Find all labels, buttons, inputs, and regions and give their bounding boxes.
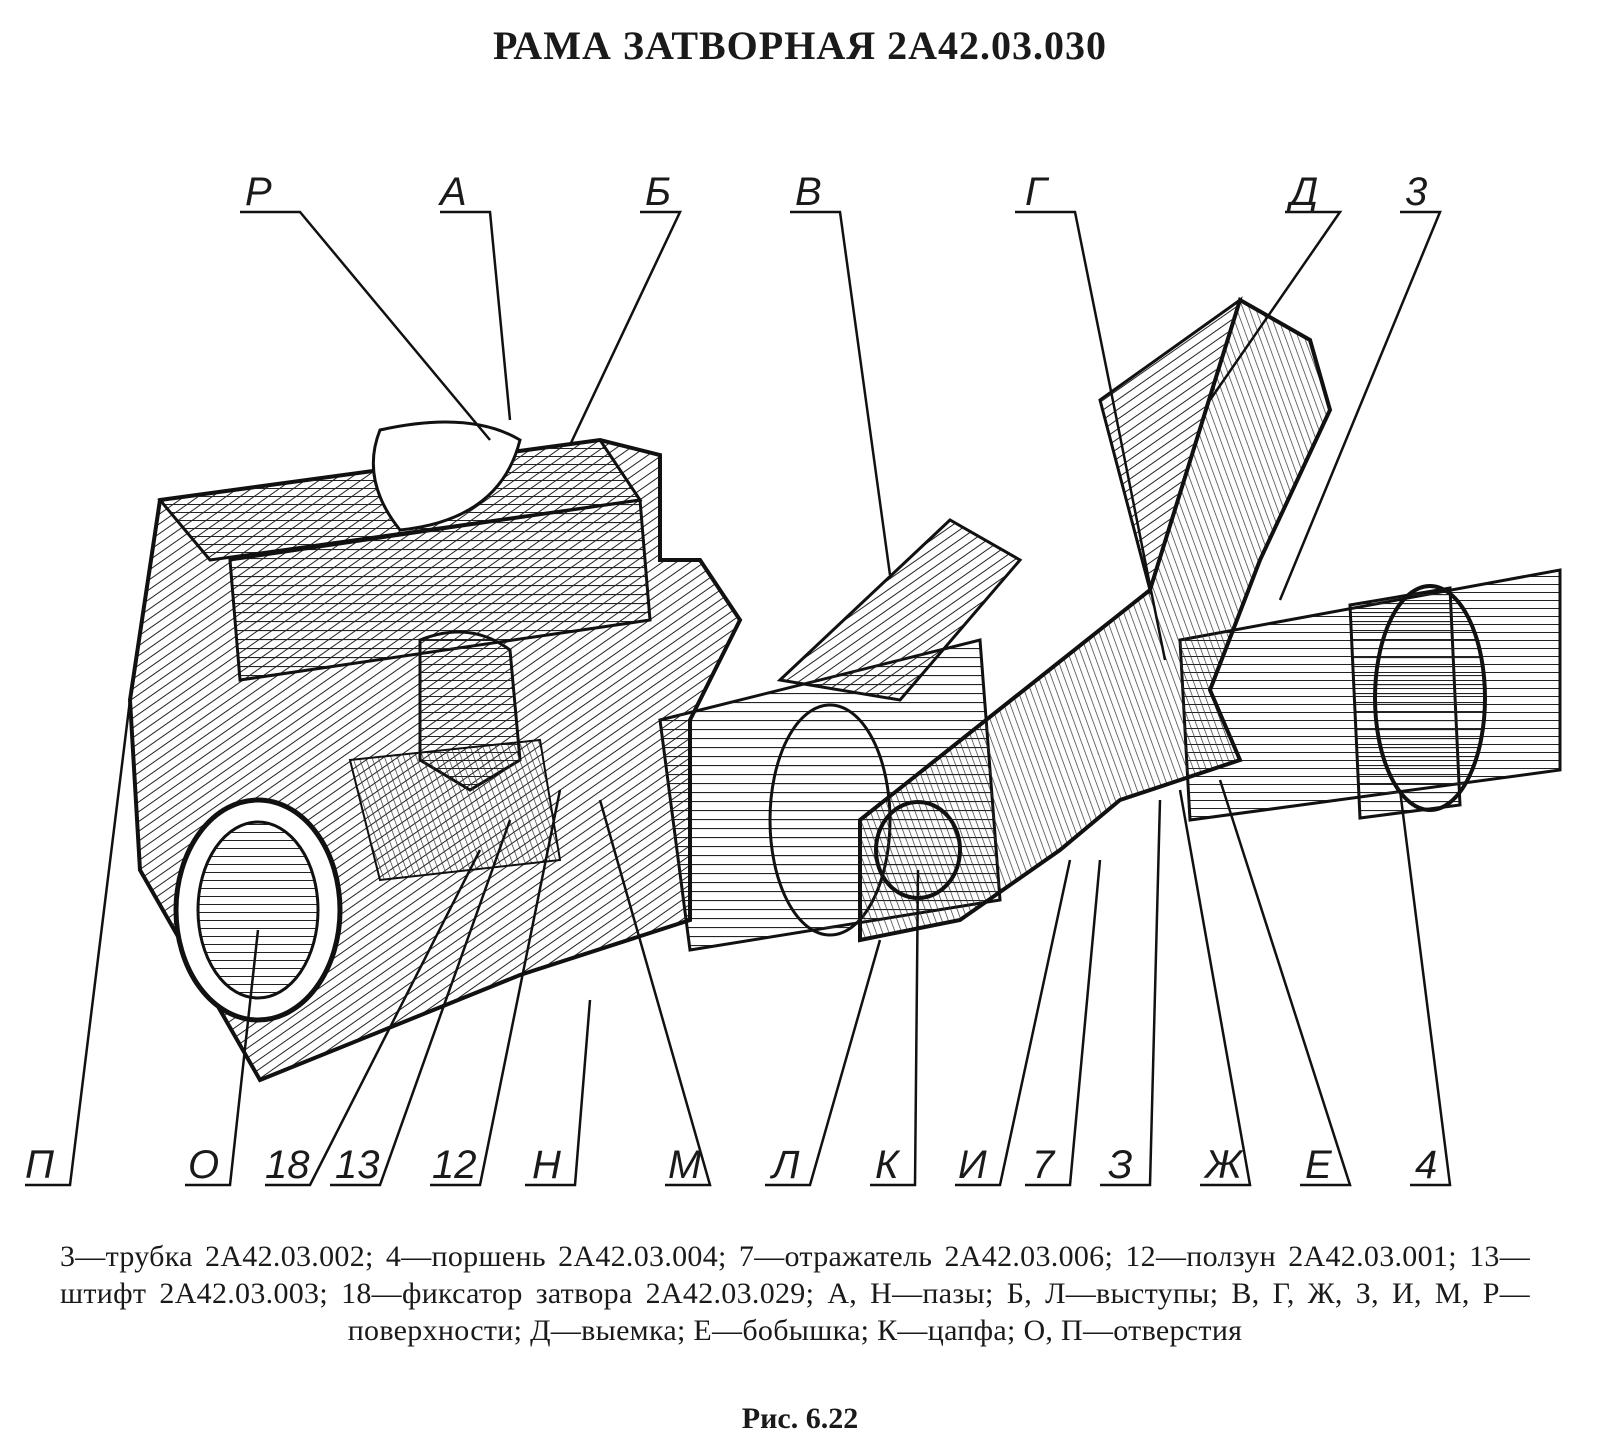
label-bottom: Н	[532, 1143, 561, 1187]
drawing-title: РАМА ЗАТВОРНАЯ 2А42.03.030	[492, 23, 1107, 68]
label-bottom: М	[668, 1143, 702, 1187]
label-top: Р	[245, 170, 272, 214]
label-bottom: З	[1108, 1143, 1133, 1187]
figure-number: Рис. 6.22	[741, 1402, 859, 1435]
label-bottom: 7	[1032, 1143, 1056, 1187]
label-top: Г	[1025, 170, 1050, 214]
label-top: А	[438, 170, 467, 214]
label-bottom: Ж	[1203, 1143, 1244, 1187]
label-bottom: О	[188, 1143, 219, 1187]
figure-caption: 3—трубка 2А42.03.002; 4—поршень 2А42.03.…	[60, 1240, 1530, 1347]
label-bottom: Л	[769, 1143, 800, 1187]
leader-lines-bottom	[25, 699, 1452, 1187]
reflector-arm	[776, 296, 1333, 943]
label-bottom: К	[875, 1143, 901, 1187]
label-bottom: Е	[1305, 1143, 1333, 1187]
label-top: Д	[1286, 170, 1318, 214]
leader-lines-top	[240, 210, 1442, 661]
tube-body	[1178, 568, 1562, 822]
front-bore	[173, 797, 343, 1023]
label-bottom: 12	[432, 1143, 477, 1187]
label-bottom: 4	[1415, 1143, 1437, 1187]
label-bottom: И	[958, 1143, 987, 1187]
label-top: 3	[1405, 170, 1427, 214]
label-top: Б	[645, 170, 671, 214]
bolt-carrier-drawing: Р А Б В Г Д 3 П О 18 13 12 Н М Л К И 7 З…	[25, 170, 1562, 1187]
label-top: В	[795, 170, 822, 214]
label-bottom: П	[25, 1143, 55, 1187]
label-bottom: 18	[265, 1143, 310, 1187]
label-bottom: 13	[335, 1143, 380, 1187]
